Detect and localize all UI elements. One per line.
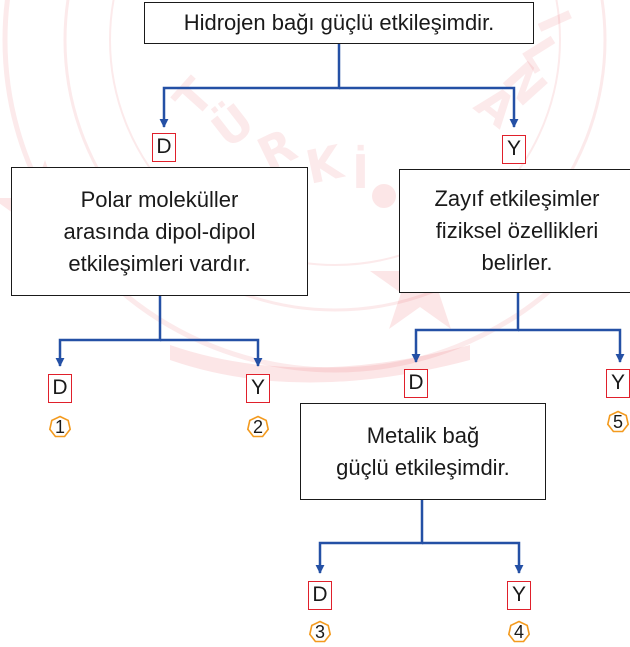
outcome-badge-4: 4 xyxy=(507,620,531,644)
question-text-line: etkileşimleri vardır. xyxy=(68,250,251,276)
heptagon-icon xyxy=(606,410,630,433)
outcome-number: 3 xyxy=(314,622,325,642)
question-text-line: Polar moleküller xyxy=(80,186,239,212)
polar-connector-right xyxy=(160,338,263,367)
question-text-line: arasında dipol-dipol xyxy=(63,218,256,244)
root-connector-right xyxy=(339,86,519,128)
question-box-polar-molecules: Polar moleküller arasında dipol-dipol et… xyxy=(11,167,308,296)
heptagon-icon xyxy=(308,620,332,643)
outcome-badge-3: 3 xyxy=(308,620,332,644)
question-text-line: güçlü etkileşimdir. xyxy=(336,454,510,480)
outcome-badge-5: 5 xyxy=(606,410,630,434)
outcome-number: 5 xyxy=(612,412,623,432)
true-tag: D xyxy=(308,581,332,610)
question-box-weak-interactions: Zayıf etkileşimler fiziksel özellikleri … xyxy=(399,169,630,293)
false-tag: Y xyxy=(502,135,526,164)
true-tag: D xyxy=(404,369,428,398)
root-connector xyxy=(159,44,341,128)
false-tag: Y xyxy=(606,369,630,398)
question-text-line: belirler. xyxy=(481,250,553,275)
metal-connector-right xyxy=(422,541,524,574)
question-text-line: fiziksel özellikleri xyxy=(435,218,599,243)
question-box-metallic-bond: Metalik bağ güçlü etkileşimdir. xyxy=(300,403,546,500)
true-tag: D xyxy=(48,374,72,403)
question-text-line: Metalik bağ xyxy=(366,422,480,448)
weak-connector-right xyxy=(518,328,625,363)
true-tag: D xyxy=(152,133,176,162)
question-text: Hidrojen bağı güçlü etkileşimdir. xyxy=(183,10,495,35)
outcome-number: 4 xyxy=(513,622,524,642)
question-text-line: Zayıf etkileşimler xyxy=(434,186,600,211)
svg-text:İ: İ xyxy=(352,145,369,199)
heptagon-icon xyxy=(507,620,531,643)
heptagon-icon xyxy=(246,415,270,438)
outcome-number: 1 xyxy=(54,417,65,437)
false-tag: Y xyxy=(507,581,531,610)
question-box-hydrogen-bond: Hidrojen bağı güçlü etkileşimdir. xyxy=(144,2,534,44)
outcome-number: 2 xyxy=(252,417,263,437)
heptagon-icon xyxy=(48,415,72,438)
false-tag: Y xyxy=(246,374,270,403)
outcome-badge-2: 2 xyxy=(246,415,270,439)
polar-connector-left xyxy=(55,296,162,367)
outcome-badge-1: 1 xyxy=(48,415,72,439)
metal-connector-left xyxy=(315,500,424,574)
weak-connector-left xyxy=(411,293,520,363)
